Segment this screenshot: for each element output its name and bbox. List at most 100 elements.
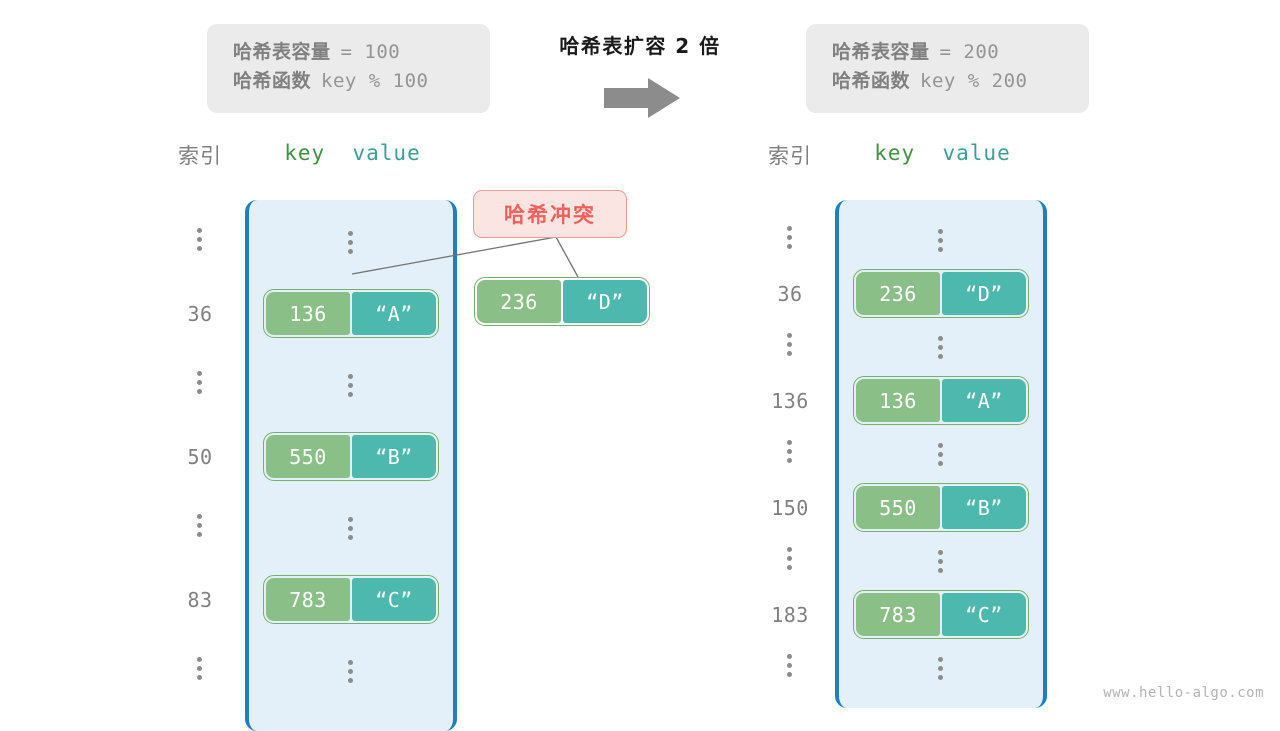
vertical-ellipsis-icon: [197, 371, 203, 394]
row-content: [245, 359, 457, 411]
capacity-label: 哈希表容量: [233, 41, 331, 63]
entry-value: “A”: [352, 292, 436, 335]
row-content: [835, 214, 1047, 266]
capacity-label: 哈希表容量: [832, 41, 930, 63]
row-content: 550“B”: [245, 431, 457, 483]
resize-caption: 哈希表扩容 2 倍: [559, 34, 721, 58]
row-index-label: 36: [187, 301, 213, 326]
key-value-pair: 236“D”: [853, 269, 1029, 318]
key-value-pair: 550“B”: [853, 483, 1029, 532]
entry-key: 783: [856, 593, 940, 636]
hash-function-line: 哈希函数 key % 200: [832, 67, 1063, 96]
entry-key: 550: [856, 486, 940, 529]
key-column-header: key: [284, 141, 326, 165]
row-content: [835, 321, 1047, 373]
key-value-column-header: key value: [835, 141, 1050, 165]
hash-function-label: 哈希函数: [233, 70, 312, 93]
row-index-label: [750, 440, 830, 468]
value-column-header: value: [942, 141, 1011, 165]
entry-value: “A”: [942, 379, 1026, 422]
bucket-row-ellipsis: [160, 216, 460, 268]
entry-value: “B”: [352, 435, 436, 478]
row-content: [835, 642, 1047, 694]
entry-key: 236: [477, 280, 561, 323]
vertical-ellipsis-icon: [197, 657, 203, 680]
vertical-ellipsis-icon: [938, 656, 944, 680]
bucket-row: 183 783“C”: [750, 589, 1050, 641]
bucket-row-ellipsis: [750, 535, 1050, 587]
entry-value: “C”: [352, 578, 436, 621]
hash-function-line: 哈希函数 key % 100: [233, 67, 464, 96]
row-content: 783“C”: [835, 589, 1047, 641]
bucket-row: 36 136“A”: [160, 288, 460, 340]
capacity-value: = 100: [340, 41, 401, 63]
vertical-ellipsis-icon: [938, 549, 944, 573]
hash-config-box-after: 哈希表容量 = 200 哈希函数 key % 200: [806, 24, 1089, 113]
index-column-header: 索引: [178, 144, 222, 168]
row-index-label: [750, 226, 830, 254]
vertical-ellipsis-icon: [787, 226, 793, 249]
vertical-ellipsis-icon: [197, 514, 203, 537]
bucket-row-ellipsis: [750, 428, 1050, 480]
row-content: 136“A”: [835, 375, 1047, 427]
row-content: [835, 535, 1047, 587]
row-content: 136“A”: [245, 288, 457, 340]
hash-function-label: 哈希函数: [832, 70, 911, 93]
bucket-row-ellipsis: [750, 214, 1050, 266]
vertical-ellipsis-icon: [348, 373, 354, 397]
bucket-row: 150 550“B”: [750, 482, 1050, 534]
entry-key: 783: [266, 578, 350, 621]
row-index-label: [160, 371, 240, 399]
hash-config-box-before: 哈希表容量 = 100 哈希函数 key % 100: [207, 24, 490, 113]
index-column-header: 索引: [768, 144, 812, 168]
key-value-pair: 136“A”: [853, 376, 1029, 425]
capacity-line: 哈希表容量 = 100: [233, 38, 464, 67]
row-content: [835, 428, 1047, 480]
entry-key: 550: [266, 435, 350, 478]
vertical-ellipsis-icon: [787, 440, 793, 463]
entry-key: 136: [856, 379, 940, 422]
vertical-ellipsis-icon: [348, 230, 354, 254]
row-index-label: 50: [187, 444, 213, 469]
key-value-pair: 783“C”: [263, 575, 439, 624]
vertical-ellipsis-icon: [197, 228, 203, 251]
capacity-value: = 200: [939, 41, 1000, 63]
key-value-pair: 783“C”: [853, 590, 1029, 639]
right-arrow-icon: [604, 76, 682, 120]
key-value-pair: 136“A”: [263, 289, 439, 338]
capacity-line: 哈希表容量 = 200: [832, 38, 1063, 67]
row-index-label: [160, 514, 240, 542]
row-index-label: [750, 654, 830, 682]
value-column-header: value: [352, 141, 421, 165]
row-index-label: 36: [777, 281, 803, 306]
row-content: [245, 645, 457, 697]
entry-value: “B”: [942, 486, 1026, 529]
vertical-ellipsis-icon: [787, 654, 793, 677]
vertical-ellipsis-icon: [787, 547, 793, 570]
hash-function-value: key % 100: [321, 70, 429, 93]
row-index-label: [160, 228, 240, 256]
row-content: [245, 216, 457, 268]
row-index-label: 150: [771, 495, 809, 520]
entry-key: 236: [856, 272, 940, 315]
row-content: 236“D”: [835, 268, 1047, 320]
key-column-header: key: [874, 141, 916, 165]
vertical-ellipsis-icon: [938, 442, 944, 466]
bucket-row-ellipsis: [750, 642, 1050, 694]
key-value-pair: 550“B”: [263, 432, 439, 481]
key-value-column-header: key value: [245, 141, 460, 165]
row-index-label: [750, 547, 830, 575]
hash-function-value: key % 200: [920, 70, 1028, 93]
row-content: 783“C”: [245, 574, 457, 626]
bucket-row: 50 550“B”: [160, 431, 460, 483]
row-index-label: 136: [771, 388, 809, 413]
entry-value: “D”: [563, 280, 647, 323]
bucket-row-ellipsis: [160, 645, 460, 697]
bucket-row-ellipsis: [160, 359, 460, 411]
vertical-ellipsis-icon: [787, 333, 793, 356]
bucket-row: 36 236“D”: [750, 268, 1050, 320]
row-index-label: 183: [771, 602, 809, 627]
bucket-row-ellipsis: [160, 502, 460, 554]
